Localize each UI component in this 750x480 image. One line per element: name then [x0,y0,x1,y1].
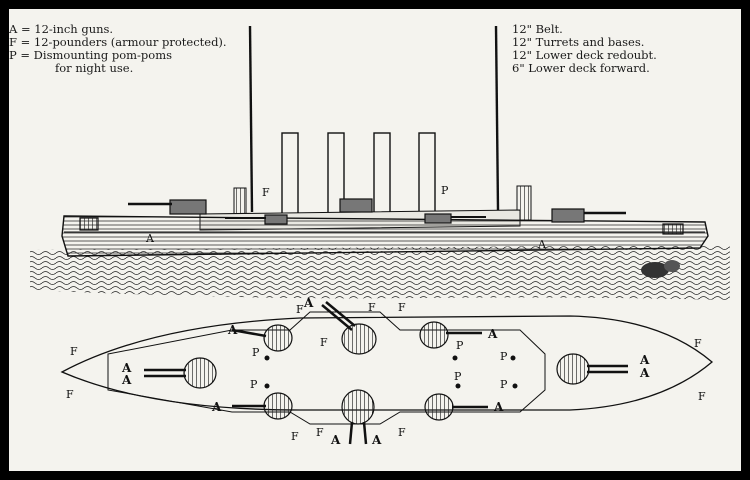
main-mast [494,25,500,211]
legend-item-12-pounders: F = 12-pounders (armour protected). [9,35,227,49]
turret-stbd-fwd [419,321,449,349]
marker-p: P [250,378,258,391]
deck-markers-f: F F F F F F F F F F F [66,301,706,443]
deck-outline [60,315,714,411]
side-marker-a: A [537,238,547,251]
hull [61,215,709,257]
marker-a: A [330,433,341,447]
marker-a: A [227,323,238,337]
turret-aft-center [341,389,375,425]
marker-f: F [398,301,406,314]
armour-item-belt: 12" Belt. [512,22,563,36]
marker-f: F [320,336,328,349]
marker-p: P [456,339,464,352]
marker-a: A [121,373,132,387]
turret-fwd-center [341,323,377,355]
turret-left-end [183,357,217,389]
deck-markers-a: A A A A A A A A A A A [121,296,650,447]
marker-a: A [371,433,382,447]
legend-item-pom-poms: P = Dismounting pom-poms [9,48,173,62]
funnel-3 [373,132,391,216]
marker-p: P [252,346,260,359]
marker-f: F [398,426,406,439]
side-marker-f: F [262,186,270,199]
marker-a: A [639,366,650,380]
side-turrets [79,198,684,235]
marker-f: F [70,345,78,358]
marker-f: F [291,430,299,443]
weapons-legend: A = 12-inch guns. F = 12-pounders (armou… [9,23,227,75]
funnels [281,132,436,216]
deck-markers-p: P P P P P P [250,339,508,391]
marker-f: F [296,303,304,316]
fore-mast [248,25,254,213]
marker-a: A [121,361,132,375]
side-elevation: F P A A [30,25,730,300]
turret-port-aft [263,392,293,420]
armour-legend: 12" Belt. 12" Turrets and bases. 12" Low… [512,23,657,75]
marker-a: A [303,296,314,310]
funnel-1 [281,132,299,216]
marker-f: F [316,426,324,439]
side-marker-a: A [145,232,155,245]
deck-turrets [183,321,590,425]
armour-item-turrets: 12" Turrets and bases. [512,35,645,49]
funnel-4 [418,132,436,216]
turret-stbd-aft [424,393,454,421]
marker-a: A [487,327,498,341]
marker-a: A [493,400,504,414]
turret-port-fwd [263,324,293,352]
marker-f: F [66,388,74,401]
marker-p: P [500,350,508,363]
turret-right-end [556,353,590,385]
marker-a: A [211,400,222,414]
marker-p: P [454,370,462,383]
armour-item-redoubt: 12" Lower deck redoubt. [512,48,657,62]
marker-f: F [368,301,376,314]
sea-surface [30,245,730,300]
marker-f: F [694,337,702,350]
marker-f: F [698,390,706,403]
bow-wave [641,262,669,278]
marker-a: A [639,353,650,367]
armour-item-lower-deck-forward: 6" Lower deck forward. [512,61,650,75]
legend-item-12-inch-guns: A = 12-inch guns. [9,22,114,36]
deck-plan: A A A A A A A A A A A F F F F F F F F F … [60,296,714,447]
marker-p: P [500,378,508,391]
legend-item-pom-poms-note: for night use. [55,61,134,75]
side-marker-p: P [441,184,449,197]
